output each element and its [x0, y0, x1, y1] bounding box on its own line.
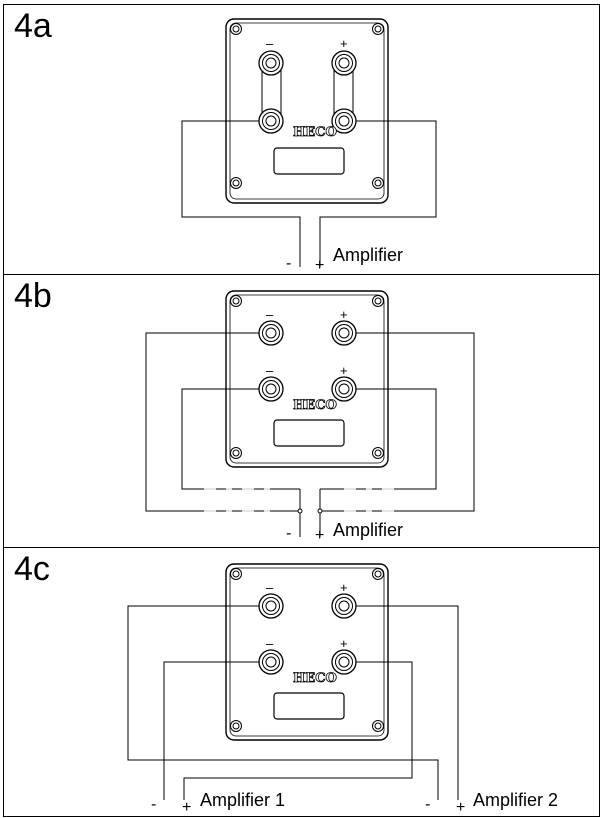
- junction-dot: [317, 508, 323, 514]
- binding-post-icon: [331, 108, 357, 134]
- terminal-plate: [225, 18, 389, 204]
- binding-post-icon: [258, 108, 284, 134]
- binding-post-icon: [331, 320, 357, 346]
- amplifier-minus-sign: -: [286, 525, 292, 542]
- panel-label-4b: 4b: [14, 277, 52, 315]
- wire-amp2-positive: [356, 605, 459, 800]
- terminal-minus-mark: –: [266, 580, 274, 595]
- binding-post-icon: [331, 376, 357, 402]
- brand-logo: HECO: [293, 398, 338, 414]
- terminal-plus-mark: +: [340, 636, 348, 651]
- wire-lower-negative: [181, 388, 300, 490]
- brand-logo: HECO: [293, 125, 338, 141]
- wire-negative: [181, 120, 301, 267]
- amplifier2-label: Amplifier 2: [473, 790, 559, 810]
- corner-screw-icon: [230, 295, 242, 307]
- corner-screw-icon: [230, 720, 242, 732]
- terminal-plus-mark: +: [340, 580, 348, 595]
- corner-screw-icon: [230, 177, 242, 189]
- wiring-diagram-4b: [145, 290, 475, 537]
- label-plate: [273, 419, 345, 447]
- wiring-diagram-4c: [127, 563, 459, 800]
- label-plate: [273, 692, 345, 720]
- corner-screw-icon: [372, 568, 384, 580]
- panel-4c: 4c HECO – + – + - + Amplifier 1 - + Ampl…: [3, 547, 600, 817]
- amplifier-plus-sign: +: [315, 257, 325, 274]
- binding-post-icon: [258, 320, 284, 346]
- terminal-minus-mark: –: [266, 36, 274, 51]
- panel-4b: 4b HECO –: [3, 274, 600, 548]
- amplifier-plus-sign: +: [315, 527, 325, 544]
- corner-screw-icon: [230, 568, 242, 580]
- terminal-plus-mark: +: [340, 307, 348, 322]
- wire-upper-negative: [145, 332, 300, 512]
- panel-label-4c: 4c: [14, 550, 50, 588]
- amplifier-minus-sign: -: [286, 255, 292, 272]
- wiring-diagram-4a: [181, 18, 437, 267]
- binding-post-icon: [331, 593, 357, 619]
- terminal-minus-mark: –: [266, 363, 274, 378]
- binding-post-icon: [331, 50, 357, 76]
- binding-post-icon: [258, 593, 284, 619]
- amplifier1-plus-sign: +: [182, 799, 192, 816]
- brand-logo: HECO: [293, 671, 338, 687]
- amplifier2-plus-sign: +: [456, 799, 466, 816]
- wire-lower-positive: [320, 388, 437, 490]
- corner-screw-icon: [372, 720, 384, 732]
- terminal-minus-mark: –: [266, 307, 274, 322]
- wire-amp1-positive: [183, 661, 413, 800]
- wire-amp1-negative: [163, 661, 259, 800]
- label-plate: [273, 147, 345, 175]
- amplifier2-minus-sign: -: [425, 796, 431, 813]
- corner-screw-icon: [230, 447, 242, 459]
- junction-dot: [297, 508, 303, 514]
- binding-post-icon: [258, 376, 284, 402]
- amplifier-label: Amplifier: [333, 520, 404, 540]
- binding-post-icon: [258, 649, 284, 675]
- wire-upper-positive: [320, 332, 475, 512]
- terminal-plus-mark: +: [340, 36, 348, 51]
- amplifier1-minus-sign: -: [151, 796, 157, 813]
- amplifier-label: Amplifier: [333, 245, 404, 265]
- binding-post-icon: [258, 50, 284, 76]
- corner-screw-icon: [372, 23, 384, 35]
- wire-positive: [319, 120, 437, 267]
- wire-amp2-negative: [127, 605, 439, 800]
- terminal-minus-mark: –: [266, 636, 274, 651]
- amplifier1-label: Amplifier 1: [200, 790, 286, 810]
- corner-screw-icon: [372, 447, 384, 459]
- corner-screw-icon: [372, 177, 384, 189]
- corner-screw-icon: [372, 295, 384, 307]
- corner-screw-icon: [230, 23, 242, 35]
- panel-4a: 4a HECO – + - + Amplifier: [3, 4, 600, 275]
- terminal-plus-mark: +: [340, 363, 348, 378]
- panel-label-4a: 4a: [14, 7, 52, 45]
